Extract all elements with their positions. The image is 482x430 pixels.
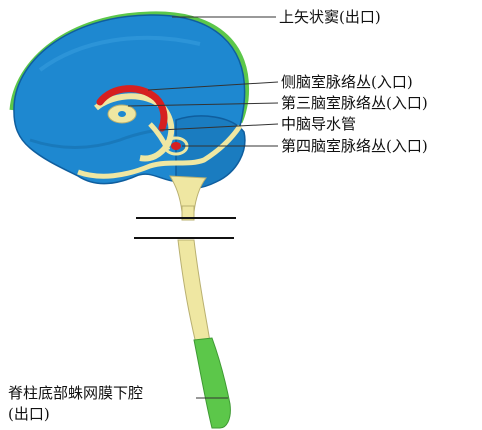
fourth-ventricle-choroid-plexus — [171, 142, 181, 150]
spinal-subarachnoid-outlet — [194, 338, 230, 428]
spinal-cord-lower — [178, 240, 210, 344]
label-lateral-ventricle-plexus: 侧脑室脉络丛(入口) — [281, 74, 413, 91]
label-fourth-ventricle-plexus: 第四脑室脉络丛(入口) — [281, 138, 428, 155]
label-spinal-subarachnoid: 脊柱底部蛛网膜下腔 — [8, 385, 143, 402]
third-ventricle-plexus — [118, 111, 126, 117]
label-third-ventricle-plexus: 第三脑室脉络丛(入口) — [281, 95, 428, 112]
label-superior-sagittal-sinus: 上矢状窦(出口) — [279, 9, 381, 26]
label-spinal-subarachnoid-outlet: (出口) — [8, 406, 50, 423]
label-cerebral-aqueduct: 中脑导水管 — [281, 116, 356, 133]
